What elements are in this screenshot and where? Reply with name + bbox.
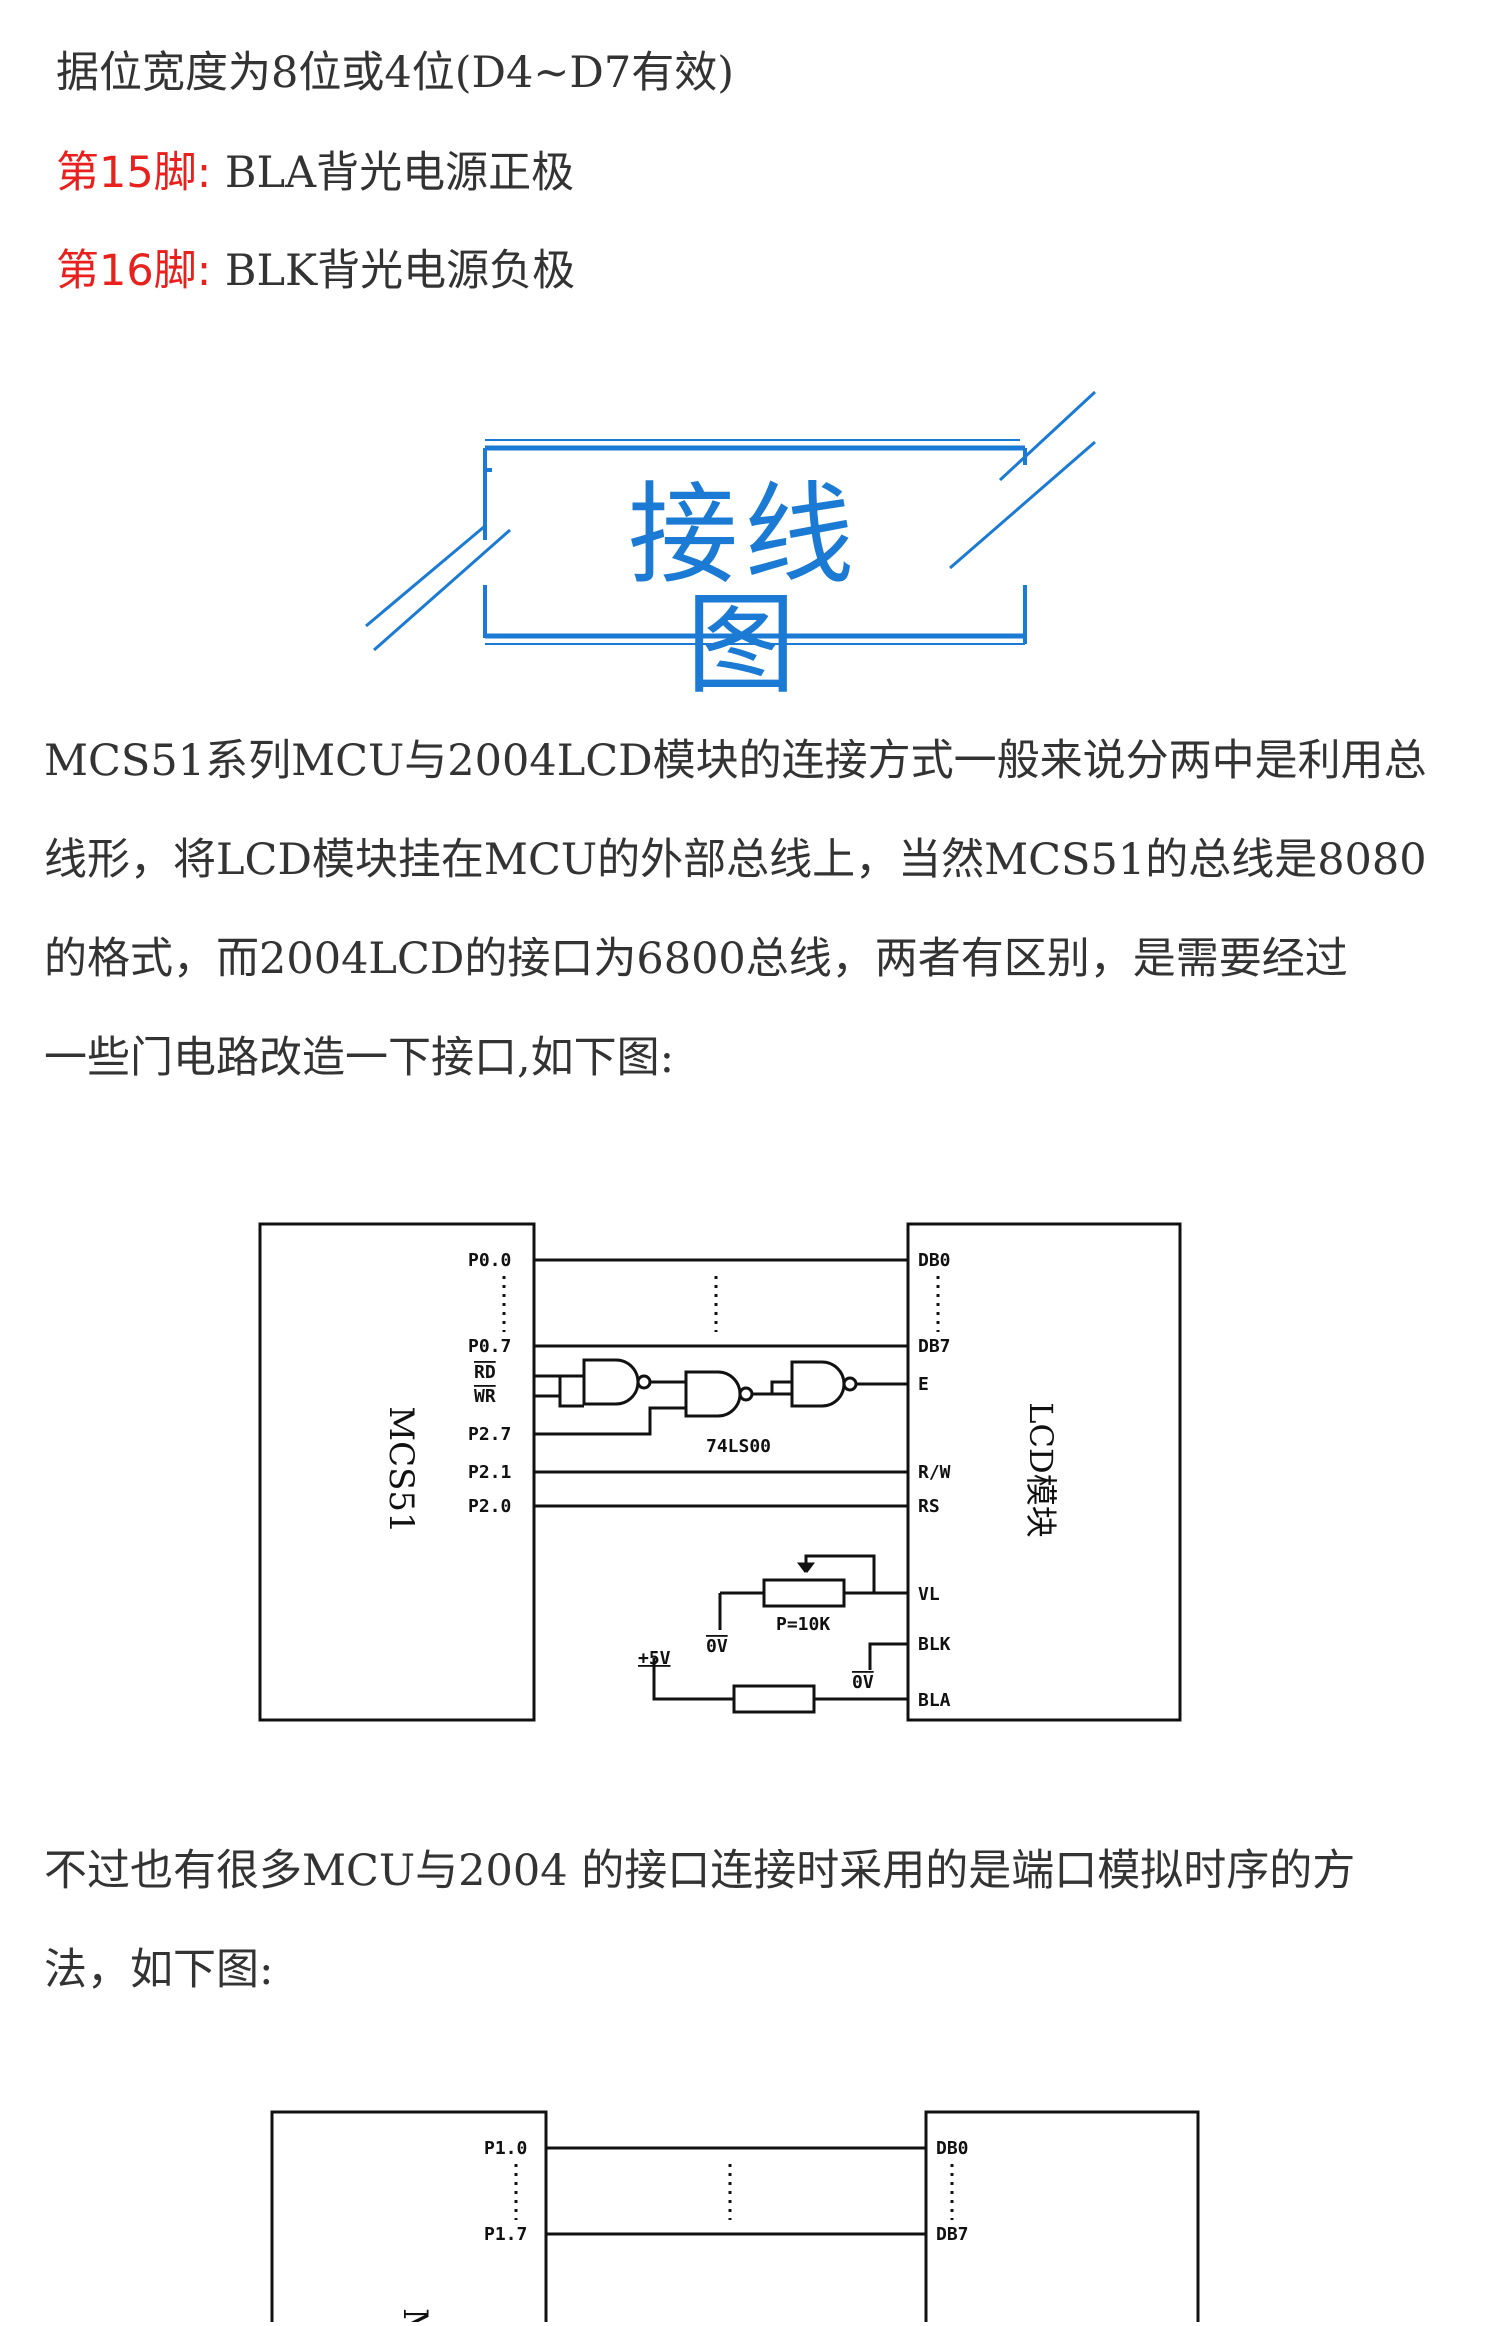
pin-label-wr: WR bbox=[474, 1386, 496, 1407]
pin-label-db7: DB7 bbox=[918, 1336, 951, 1357]
wiring-diagram-port: P1.0 P1.7 DB0 DB7 M bbox=[0, 2090, 1500, 2326]
vcc-label: +5V bbox=[638, 1648, 671, 1669]
mcu-label: MCS51 bbox=[381, 1406, 421, 1533]
circuit-schematic-2: P1.0 P1.7 DB0 DB7 M bbox=[270, 2110, 1200, 2326]
pin-label-rw: R/W bbox=[918, 1462, 951, 1483]
paragraph-line: 线形，将LCD模块挂在MCU的外部总线上，当然MCS51的总线是8080 bbox=[44, 835, 1427, 885]
wiring-diagram-bus: P0.0 P0.7 RD WR P2.7 P2.1 P2.0 DB0 DB7 E… bbox=[0, 1200, 1500, 1744]
pin15-text: BLA背光电源正极 bbox=[224, 148, 575, 198]
lcd-label: LCD模块 bbox=[1022, 1402, 1060, 1537]
intro-line: 据位宽度为8位或4位(D4~D7有效) bbox=[56, 48, 734, 98]
banner-frame bbox=[365, 390, 1097, 652]
circuit-schematic-1: P0.0 P0.7 RD WR P2.7 P2.1 P2.0 DB0 DB7 E… bbox=[258, 1222, 1182, 1722]
pin-label-p21: P2.1 bbox=[468, 1462, 511, 1483]
ground-label-2: 0V bbox=[852, 1672, 874, 1693]
pin-label-rd: RD bbox=[474, 1362, 496, 1383]
pin-label-p07: P0.7 bbox=[468, 1336, 511, 1357]
pin-label-vl: VL bbox=[918, 1584, 940, 1605]
paragraph-line: 法，如下图: bbox=[44, 1945, 274, 1995]
pot-label: P=10K bbox=[776, 1614, 830, 1635]
paragraph-line: 的格式，而2004LCD的接口为6800总线，两者有区别，是需要经过 bbox=[44, 934, 1348, 984]
pin-label-p17: P1.7 bbox=[484, 2224, 527, 2245]
pin-label-p10: P1.0 bbox=[484, 2138, 527, 2159]
mcu-label-partial: M bbox=[395, 2308, 435, 2322]
paragraph-line: MCS51系列MCU与2004LCD模块的连接方式一般来说分两中是利用总 bbox=[44, 736, 1427, 786]
gate-label: 74LS00 bbox=[706, 1436, 771, 1457]
pin-label-db0: DB0 bbox=[918, 1250, 951, 1271]
paragraph-line: 不过也有很多MCU与2004 的接口连接时采用的是端口模拟时序的方 bbox=[44, 1846, 1356, 1896]
section-banner: 接线图 bbox=[360, 390, 1120, 700]
ground-label-1: 0V bbox=[706, 1636, 728, 1657]
pin16-text: BLK背光电源负极 bbox=[224, 246, 576, 296]
pin15-line: 第15脚: BLA背光电源正极 bbox=[56, 138, 574, 200]
pin-label-blk: BLK bbox=[918, 1634, 951, 1655]
pin-label-e: E bbox=[918, 1374, 929, 1395]
paragraph-1: MCS51系列MCU与2004LCD模块的连接方式一般来说分两中是利用总 线形，… bbox=[44, 712, 1454, 1108]
pin-label-p20: P2.0 bbox=[468, 1496, 511, 1517]
paragraph-line: 一些门电路改造一下接口,如下图: bbox=[44, 1033, 675, 1083]
paragraph-2: 不过也有很多MCU与2004 的接口连接时采用的是端口模拟时序的方 法，如下图: bbox=[44, 1822, 1454, 2020]
pin-label-p27: P2.7 bbox=[468, 1424, 511, 1445]
pin-label-rs: RS bbox=[918, 1496, 940, 1517]
pin-label-bla: BLA bbox=[918, 1690, 951, 1711]
pin16-label: 第16脚: bbox=[56, 246, 212, 296]
pin16-line: 第16脚: BLK背光电源负极 bbox=[56, 236, 575, 298]
banner-title: 接线图 bbox=[628, 471, 860, 709]
pin-label-db7-2: DB7 bbox=[936, 2224, 969, 2245]
pin15-label: 第15脚: bbox=[56, 148, 212, 198]
pin-label-db0-2: DB0 bbox=[936, 2138, 969, 2159]
pin-label-p00: P0.0 bbox=[468, 1250, 511, 1271]
